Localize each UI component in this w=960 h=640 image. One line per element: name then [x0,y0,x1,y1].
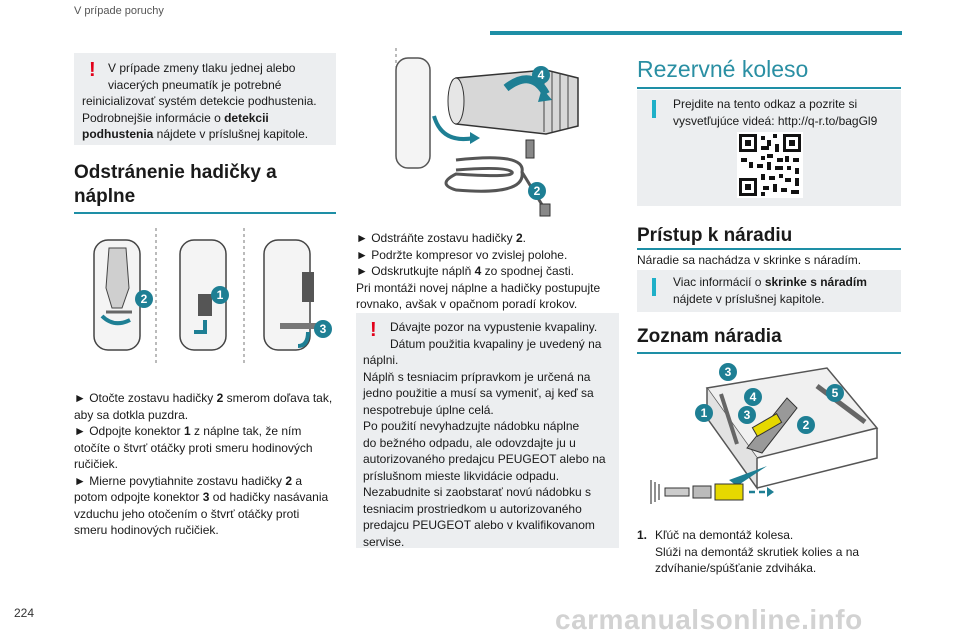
warning-line: reinicializovať systém detekcie podhuste… [82,94,317,108]
warning-line: tesniacim prostriedkom u autorizovaného [363,501,582,516]
header-accent-bar [490,31,902,35]
heading-underline [74,212,336,214]
warning-line: jedno použitie a musí sa vymeniť, aj keď… [363,386,594,400]
warning-icon: ! [89,59,96,81]
warning-line: V prípade zmeny tlaku jednej alebo [108,61,296,75]
warning-line: autorizovaného predajcu PEUGEOT alebo na [363,452,606,466]
section-heading-hose-removal: Odstránenie hadičky a náplne [74,162,277,207]
warning-line: Dátum použitia kvapaliny je uvedený na [390,336,602,351]
warning-line: Dávajte pozor na vypustenie kvapaliny. [390,320,598,334]
callout-badge: 1 [695,404,713,422]
warning-box-sealant: ! Dávajte pozor na vypustenie kvapaliny.… [356,313,619,549]
watermark: carmanualsonline.info [555,604,863,635]
running-header: V prípade poruchy [74,5,164,17]
callout-badge: 2 [135,290,153,308]
warning-box-tpms: ! V prípade zmeny tlaku jednej alebo via… [74,53,336,145]
info-line: Prejdite na tento odkaz a pozrite si [673,97,858,111]
warning-line: Nezabudnite si zaobstarať novú nádobku s [363,485,591,499]
cartridge-removal-steps: ► Odstráňte zostavu hadičky 2. ► Podržte… [356,231,601,311]
warning-line: Po použití nevyhadzujte nádobku náplne [363,419,580,433]
callout-badge: 4 [532,66,550,84]
heading-underline [637,87,901,89]
info-icon [652,278,656,296]
info-box-toolbox: Viac informácií o skrinke s náradím nájd… [637,270,901,312]
callout-badge: 2 [797,416,815,434]
warning-line: predajcu PEUGEOT alebo v kvalifikovanom [363,518,595,532]
warning-line: do bežného odpadu, ale odovzdajte ju u [363,435,576,450]
warning-line: viacerých pneumatík je potrebné [108,77,282,92]
info-line: nájdete v príslušnej kapitole. [673,291,825,306]
warning-line: Náplň s tesniacim prípravkom je určená n… [363,369,591,384]
callout-badge: 3 [738,406,756,424]
info-line: Viac informácií o skrinke s náradím [673,275,867,289]
info-line[interactable]: vysvetľujúce videá: http://q-r.to/bagGl9 [673,113,878,128]
heading-underline [637,248,901,250]
section-title-spare-wheel: Rezervné koleso [637,56,809,82]
heading-underline [637,352,901,354]
info-box-video: Prejdite na tento odkaz a pozrite si vys… [637,90,901,206]
section-heading-tool-access: Prístup k náradiu [637,225,793,246]
callout-badge: 3 [719,363,737,381]
warning-line: servise. [363,534,405,549]
toolkit-illustration: 3 4 5 1 3 2 [637,358,901,518]
callout-badge: 4 [744,388,762,406]
warning-line: náplni. [363,353,399,367]
hose-removal-steps: ► Otočte zostavu hadičky 2 smerom doľava… [74,391,333,537]
warning-line: príslušnom mieste likvidácie odpadu. [363,468,560,483]
warning-line: nespotrebuje úplne celá. [363,402,494,417]
warning-icon: ! [370,319,377,341]
info-icon [652,100,656,118]
warning-line: podhustenia nájdete v príslušnej kapitol… [82,127,309,141]
tool-list-item-1: 1. Kľúč na demontáž kolesa. Slúži na dem… [637,528,860,575]
hose-removal-illustration: 2 1 3 [74,228,336,364]
cartridge-removal-illustration: 4 2 [356,48,618,220]
page-number: 224 [14,606,35,620]
callout-badge: 3 [314,320,332,338]
callout-badge: 5 [826,384,844,402]
tool-access-text: Náradie sa nachádza v skrinke s náradím. [637,253,862,267]
section-heading-tool-list: Zoznam náradia [637,326,782,347]
warning-line: Podrobnejšie informácie o detekcii [82,110,269,125]
callout-badge: 2 [528,182,546,200]
callout-badge: 1 [211,286,229,304]
qr-code[interactable] [737,132,803,198]
